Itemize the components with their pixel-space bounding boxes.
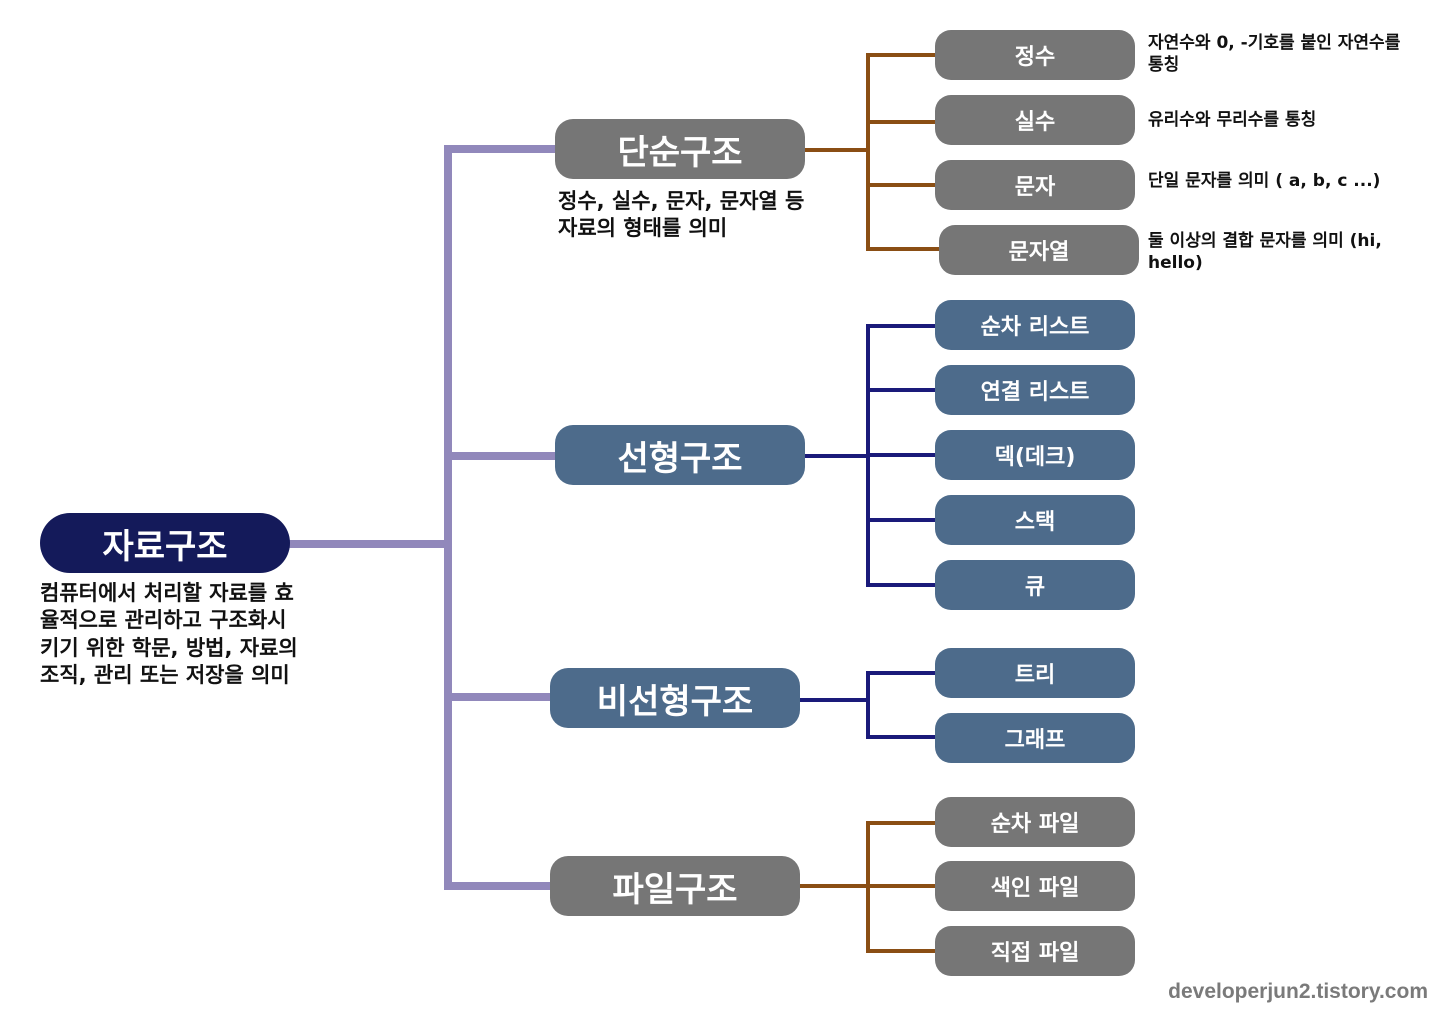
leaf-label: 순차 파일 [990,812,1080,837]
category-node-linear: 선형구조 [555,425,805,485]
leaf-label: 순차 리스트 [980,315,1090,340]
leaf-label: 트리 [1014,663,1056,688]
root-node: 자료구조 [40,513,290,573]
category-label: 비선형구조 [596,681,754,722]
leaf-label: 문자 [1014,175,1056,200]
category-node-file: 파일구조 [550,856,800,916]
leaf-node-tree: 트리 [935,648,1135,698]
watermark: developerjun2.tistory.com [1168,980,1428,1003]
linear-branch-lines [804,324,938,587]
leaf-node-string: 문자열 [939,225,1139,275]
root-description: 컴퓨터에서 처리할 자료를 효율적으로 관리하고 구조화시키기 위한 학문, 방… [40,581,298,687]
leaf-label: 그래프 [1004,728,1066,753]
leaf-node-char: 문자 [935,160,1135,210]
leaf-node-real: 실수 [935,95,1135,145]
leaf-description-char: 단일 문자를 의미 ( a, b, c ...) [1148,171,1381,191]
category-node-nonlinear: 비선형구조 [550,668,800,728]
leaf-description-string: 둘 이상의 결합 문자를 의미 (hi, hello) [1148,231,1382,274]
nonlinear-branch-lines [798,671,938,739]
leaf-node-linked-list: 연결 리스트 [935,365,1135,415]
leaf-node-queue: 큐 [935,560,1135,610]
file-branch-lines [798,821,938,953]
leaf-description-real: 유리수와 무리수를 통칭 [1148,110,1317,130]
category-node-simple: 단순구조 [555,119,805,179]
leaf-label: 실수 [1014,110,1056,135]
category-description-simple: 정수, 실수, 문자, 문자열 등 자료의 형태를 의미 [558,189,805,241]
leaf-node-indexed-file: 색인 파일 [935,861,1135,911]
category-label: 파일구조 [612,869,738,910]
leaf-node-sequential-file: 순차 파일 [935,797,1135,847]
leaf-label: 덱(데크) [994,445,1076,470]
leaf-label: 큐 [1024,575,1046,600]
leaf-node-graph: 그래프 [935,713,1135,763]
leaf-node-stack: 스택 [935,495,1135,545]
leaf-label: 색인 파일 [990,876,1080,901]
leaf-label: 정수 [1014,45,1056,70]
leaf-label: 직접 파일 [990,941,1080,966]
trunk-lines [288,145,558,890]
category-label: 선형구조 [617,438,743,479]
leaf-description-integer: 자연수와 0, -기호를 붙인 자연수를 통칭 [1148,33,1401,76]
leaf-label: 연결 리스트 [980,380,1090,405]
simple-branch-lines [804,53,940,251]
leaf-node-direct-file: 직접 파일 [935,926,1135,976]
root-label: 자료구조 [102,526,228,567]
leaf-label: 문자열 [1008,240,1070,265]
leaf-label: 스택 [1014,510,1056,535]
leaf-node-sequential-list: 순차 리스트 [935,300,1135,350]
category-label: 단순구조 [617,132,743,173]
leaf-node-integer: 정수 [935,30,1135,80]
leaf-node-deque: 덱(데크) [935,430,1135,480]
